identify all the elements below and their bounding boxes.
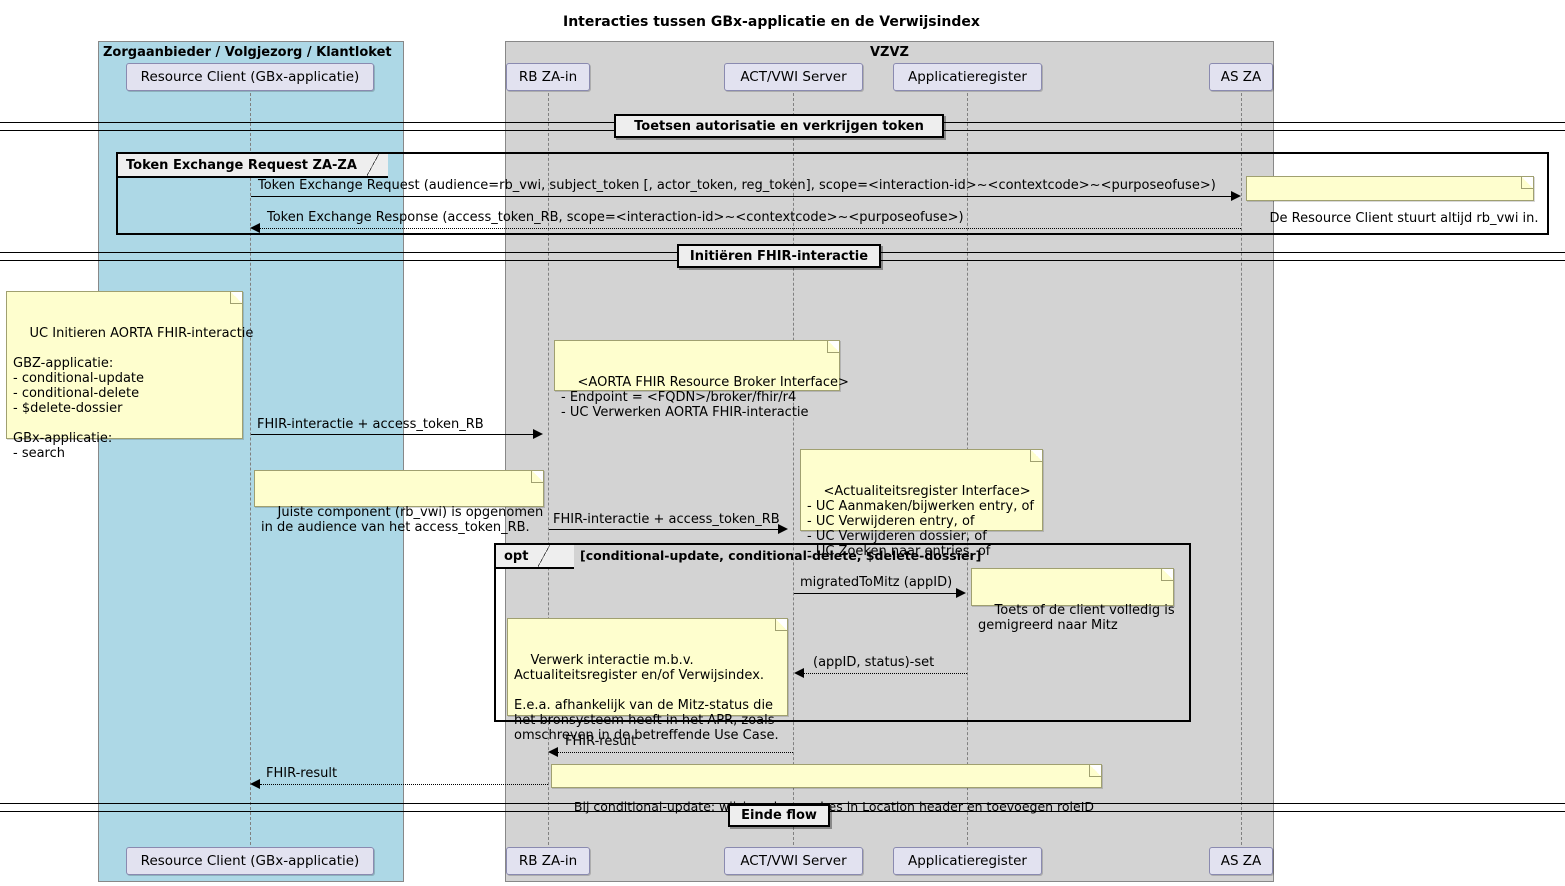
note-fold-corner-icon (1089, 765, 1101, 777)
note-text: Juiste component (rb_vwi) is opgenomen i… (261, 505, 544, 535)
message-label-token-exchange-request: Token Exchange Request (audience=rb_vwi,… (258, 178, 1216, 193)
participant-label: Resource Client (GBx-applicatie) (140, 853, 360, 869)
participant-applicatieregister-top[interactable]: Applicatieregister (893, 63, 1042, 91)
participant-label: Applicatieregister (908, 69, 1027, 85)
note-text: UC Initieren AORTA FHIR-interactie GBZ-a… (13, 326, 254, 461)
frame-tab-corner-icon (366, 154, 381, 176)
note-fold-corner-icon (1161, 569, 1173, 581)
lifeline-as-za (1241, 93, 1242, 845)
participant-as-za-bottom[interactable]: AS ZA (1209, 847, 1273, 875)
frame-token-exchange-request: Token Exchange Request ZA-ZA (116, 152, 1549, 235)
participant-resource-client-bottom[interactable]: Resource Client (GBx-applicatie) (126, 847, 374, 875)
divider-initieren-fhir-interactie: Initiëren FHIR-interactie (677, 244, 881, 268)
message-arrowhead-left-8 (250, 779, 260, 789)
note-fold-corner-icon (1030, 450, 1042, 462)
message-label-appid-status-set: (appID, status)-set (813, 655, 935, 670)
note-text: <Actualiteitsregister Interface> - UC Aa… (807, 484, 1035, 559)
message-label-fhir-interactie-2: FHIR-interactie + access_token_RB (553, 512, 780, 527)
note-uc-initieren-aorta: UC Initieren AORTA FHIR-interactie GBZ-a… (6, 291, 253, 461)
note-toets-client-gemigreerd: Toets of de client volledig is gemigreer… (971, 568, 1175, 633)
frame-opt-conditional: opt [conditional-update, conditional-del… (494, 543, 1191, 722)
divider-label-text: Einde flow (741, 808, 817, 823)
participant-as-za-top[interactable]: AS ZA (1209, 63, 1273, 91)
message-line-token-exchange-response (260, 228, 1241, 229)
message-label-migrated-to-mitz: migratedToMitz (appID) (800, 575, 953, 590)
message-arrowhead-right-1 (1231, 191, 1241, 201)
participant-label: AS ZA (1220, 69, 1262, 85)
message-arrowhead-left-7 (548, 747, 558, 757)
lifeline-resource-client (250, 93, 251, 845)
divider-toetsen-autorisatie: Toetsen autorisatie en verkrijgen token (614, 114, 944, 138)
divider-einde-flow: Einde flow (728, 804, 830, 827)
group-box-zorgaanbieder: Zorgaanbieder / Volgjezorg / Klantloket (98, 41, 404, 882)
message-line-fhir-interactie-2 (549, 529, 778, 530)
group-label-zorgaanbieder: Zorgaanbieder / Volgjezorg / Klantloket (103, 45, 392, 60)
participant-label: AS ZA (1220, 853, 1262, 869)
note-text: Toets of de client volledig is gemigreer… (978, 603, 1175, 633)
note-fold-corner-icon (775, 619, 787, 631)
message-line-token-exchange-request (251, 196, 1231, 197)
frame-tab-token-exchange: Token Exchange Request ZA-ZA (116, 152, 388, 178)
note-actualiteitsregister-interface: <Actualiteitsregister Interface> - UC Aa… (800, 449, 1043, 559)
participant-label: Applicatieregister (908, 853, 1027, 869)
message-label-fhir-result-1: FHIR-result (565, 734, 637, 749)
note-aorta-fhir-resource-broker-interface: <AORTA FHIR Resource Broker Interface> -… (554, 340, 849, 420)
message-line-appid-status-set (804, 673, 967, 674)
message-arrowhead-right-3 (533, 429, 543, 439)
note-fold-corner-icon (827, 341, 839, 353)
message-label-fhir-interactie-1: FHIR-interactie + access_token_RB (257, 417, 484, 432)
note-bij-conditional-update: Bij conditional-update: wijzigen base-ad… (551, 764, 1102, 814)
frame-tab-label: opt (504, 548, 529, 564)
note-fold-corner-icon (531, 471, 543, 483)
participant-rb-za-in-top[interactable]: RB ZA-in (506, 63, 590, 91)
lifeline-rb-za-in (548, 93, 549, 845)
divider-label-text: Toetsen autorisatie en verkrijgen token (634, 118, 924, 134)
note-text: De Resource Client stuurt altijd rb_vwi … (1269, 211, 1539, 226)
participant-act-vwi-server-top[interactable]: ACT/VWI Server (724, 63, 863, 91)
participant-label: ACT/VWI Server (740, 853, 847, 869)
participant-resource-client-top[interactable]: Resource Client (GBx-applicatie) (126, 63, 374, 91)
participant-label: ACT/VWI Server (740, 69, 847, 85)
message-arrowhead-right-5 (956, 588, 966, 598)
message-line-fhir-interactie-1 (251, 434, 533, 435)
group-label-vzvz: VZVZ (870, 45, 909, 60)
participant-applicatieregister-bottom[interactable]: Applicatieregister (893, 847, 1042, 875)
message-arrowhead-left-2 (250, 223, 260, 233)
message-line-fhir-result-1 (558, 752, 793, 753)
participant-act-vwi-server-bottom[interactable]: ACT/VWI Server (724, 847, 863, 875)
message-arrowhead-right-4 (778, 524, 788, 534)
note-juiste-component-audience: Juiste component (rb_vwi) is opgenomen i… (254, 470, 544, 535)
lifeline-act-vwi-server (793, 93, 794, 845)
divider-label-text: Initiëren FHIR-interactie (689, 248, 869, 264)
note-text: <AORTA FHIR Resource Broker Interface> -… (561, 375, 849, 420)
message-line-migrated-to-mitz (794, 593, 956, 594)
participant-label: Resource Client (GBx-applicatie) (140, 69, 360, 85)
frame-opt-condition: [conditional-update, conditional-delete,… (580, 548, 982, 563)
frame-tab-opt: opt (494, 543, 574, 569)
page-title: Interacties tussen GBx-applicatie en de … (563, 14, 980, 30)
participant-label: RB ZA-in (518, 853, 578, 869)
message-label-token-exchange-response: Token Exchange Response (access_token_RB… (267, 210, 964, 225)
note-resource-client-rb-vwi: De Resource Client stuurt altijd rb_vwi … (1246, 176, 1539, 226)
message-label-fhir-result-2: FHIR-result (266, 766, 338, 781)
participant-rb-za-in-bottom[interactable]: RB ZA-in (506, 847, 590, 875)
note-fold-corner-icon (230, 292, 242, 304)
message-arrowhead-left-6 (794, 668, 804, 678)
message-line-fhir-result-2 (260, 784, 548, 785)
divider-line-top-3 (0, 803, 1565, 804)
frame-tab-corner-icon (538, 545, 553, 567)
frame-tab-label: Token Exchange Request ZA-ZA (126, 157, 357, 173)
note-verwerk-interactie: Verwerk interactie m.b.v. Actualiteitsre… (507, 618, 788, 743)
note-text: Verwerk interactie m.b.v. Actualiteitsre… (514, 653, 779, 743)
note-fold-corner-icon (1521, 177, 1533, 189)
participant-label: RB ZA-in (518, 69, 578, 85)
